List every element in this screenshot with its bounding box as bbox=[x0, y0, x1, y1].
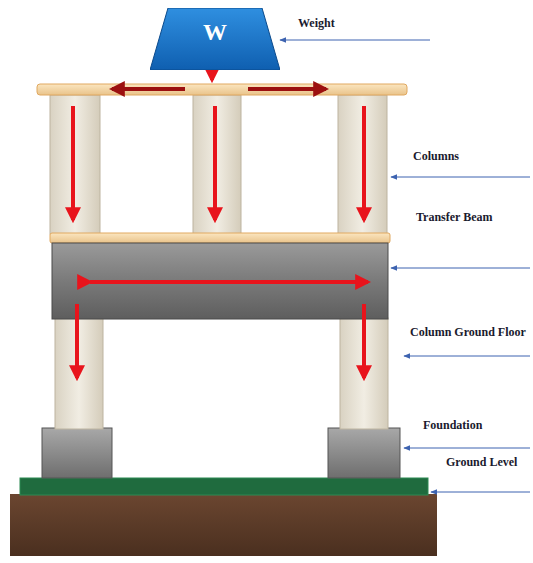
earth bbox=[10, 494, 437, 556]
part-label: Transfer Beam bbox=[416, 211, 493, 224]
part-label: Column Ground Floor bbox=[410, 326, 526, 339]
part-label: Columns bbox=[413, 150, 459, 163]
leader-arrows bbox=[280, 40, 530, 492]
transfer-beam bbox=[52, 243, 388, 319]
upper-column-middle bbox=[193, 95, 241, 234]
transfer-slab bbox=[50, 233, 390, 243]
load-arrows bbox=[73, 55, 368, 378]
weight-symbol: W bbox=[203, 20, 227, 44]
part-label: Foundation bbox=[423, 419, 482, 432]
ground-level-band bbox=[20, 478, 428, 495]
trapezoid-outline bbox=[150, 8, 280, 70]
part-label: Ground Level bbox=[446, 456, 517, 469]
weight-block: W bbox=[150, 8, 280, 70]
foundation-right bbox=[328, 428, 400, 478]
slab-arrows bbox=[112, 87, 326, 91]
upper-column-right bbox=[338, 95, 387, 234]
upper-column-left bbox=[50, 95, 100, 234]
foundation-left bbox=[42, 428, 112, 478]
part-label: Weight bbox=[298, 17, 335, 30]
top-slab bbox=[37, 84, 407, 95]
